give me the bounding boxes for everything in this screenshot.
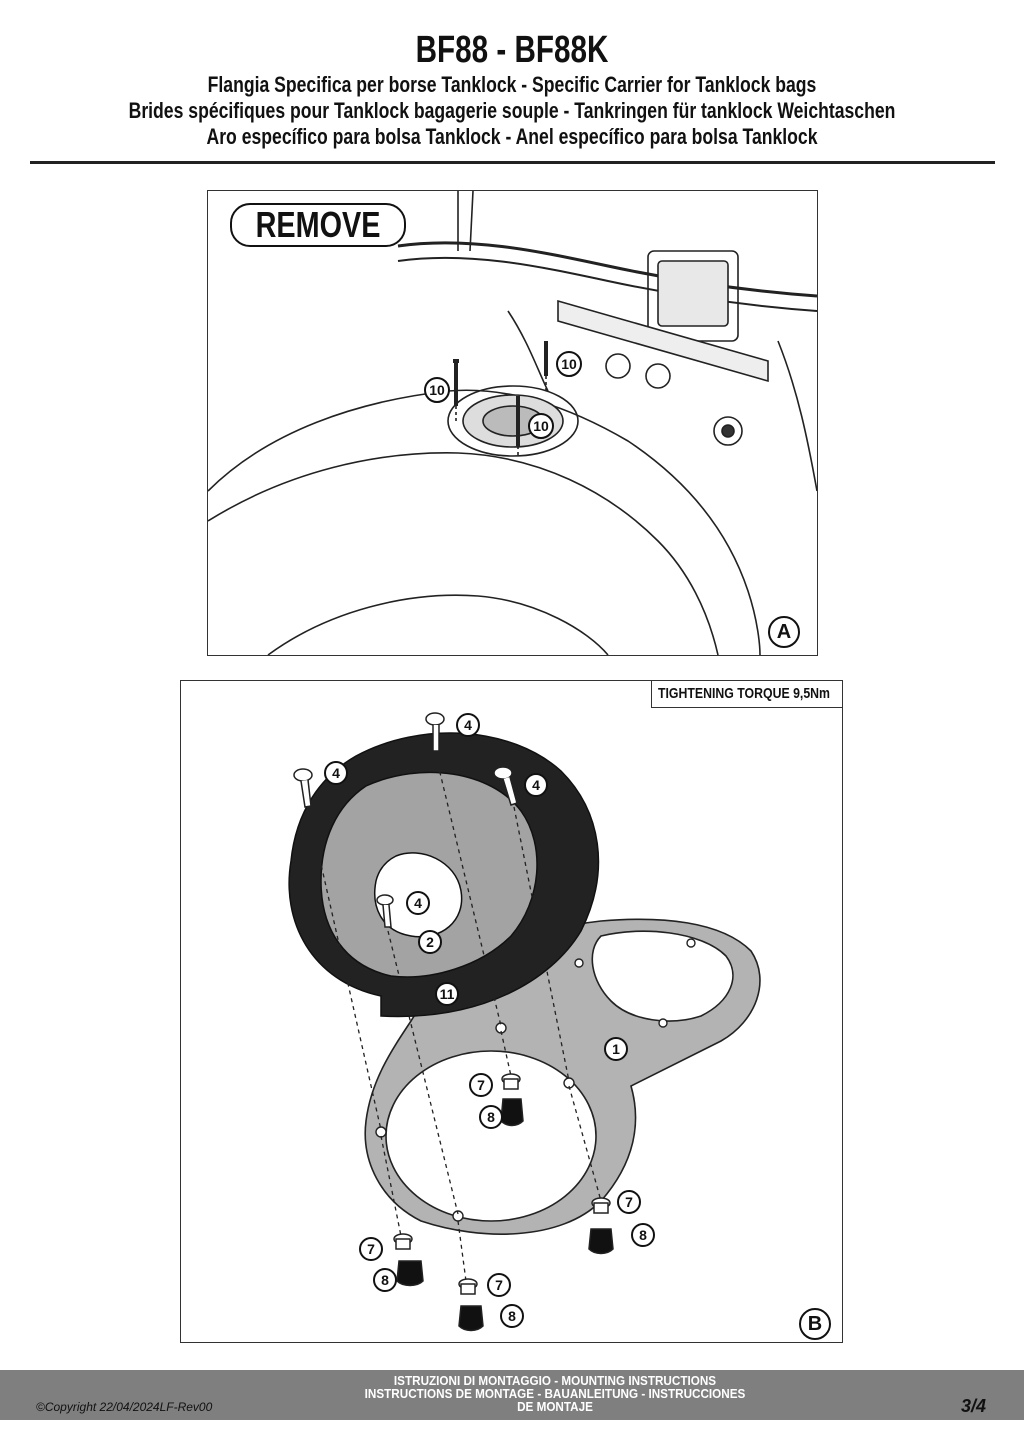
tank-ring-exploded-view	[288, 712, 761, 1332]
footer-line-1: ISTRUZIONI DI MONTAGGIO - MOUNTING INSTR…	[393, 1373, 717, 1388]
subtitle-es-pt: Aro específico para bolsa Tanklock - Ane…	[206, 124, 818, 149]
torque-text: TIGHTENING TORQUE 9,5Nm	[658, 685, 831, 702]
footer-instructions: ISTRUZIONI DI MONTAGGIO - MOUNTING INSTR…	[290, 1374, 820, 1413]
remove-badge: REMOVE	[230, 203, 406, 247]
page-title: BF88 - BF88K	[415, 29, 609, 71]
panel-b-assembly-diagram: TIGHTENING TORQUE 9,5Nm B 4 4 4 4 2 11 1…	[180, 680, 843, 1343]
header: BF88 - BF88K Flangia Specifica per borse…	[0, 28, 1024, 150]
callout-1: 1	[604, 1037, 628, 1061]
copyright-text: ©Copyright 22/04/2024LF-Rev00	[36, 1400, 213, 1414]
footer-line-2: INSTRUCTIONS DE MONTAGE - BAUANLEITUNG -…	[364, 1386, 746, 1401]
motorcycle-tank-illustration	[208, 191, 817, 655]
panel-a-remove-diagram: REMOVE A 10 10 10	[207, 190, 818, 656]
callout-7-bottom: 7	[487, 1273, 511, 1297]
remove-label: REMOVE	[255, 204, 381, 245]
header-divider	[30, 161, 995, 164]
callout-7-center: 7	[469, 1073, 493, 1097]
callout-8-left: 8	[373, 1268, 397, 1292]
panel-a-letter: A	[768, 616, 800, 648]
callout-10-left: 10	[424, 377, 450, 403]
callout-2: 2	[418, 930, 442, 954]
callout-4-inner: 4	[406, 891, 430, 915]
callout-4-top: 4	[456, 713, 480, 737]
callout-4-left: 4	[324, 761, 348, 785]
subtitle-fr-de: Brides spécifiques pour Tanklock bagager…	[128, 98, 896, 123]
tightening-torque-label: TIGHTENING TORQUE 9,5Nm	[651, 681, 842, 708]
panel-b-letter: B	[799, 1308, 831, 1340]
footer-line-3: DE MONTAJE	[517, 1399, 593, 1414]
callout-10-right: 10	[556, 351, 582, 377]
callout-8-center: 8	[479, 1105, 503, 1129]
callout-7-left: 7	[359, 1237, 383, 1261]
callout-4-right: 4	[524, 773, 548, 797]
callout-11: 11	[435, 982, 459, 1006]
callout-8-bottom: 8	[500, 1304, 524, 1328]
footer-bar: ©Copyright 22/04/2024LF-Rev00 ISTRUZIONI…	[0, 1370, 1024, 1420]
callout-7-right: 7	[617, 1190, 641, 1214]
page-number: 3/4	[960, 1396, 986, 1416]
callout-10-center: 10	[528, 413, 554, 439]
callout-8-right: 8	[631, 1223, 655, 1247]
subtitle-it-en: Flangia Specifica per borse Tanklock - S…	[207, 72, 817, 97]
